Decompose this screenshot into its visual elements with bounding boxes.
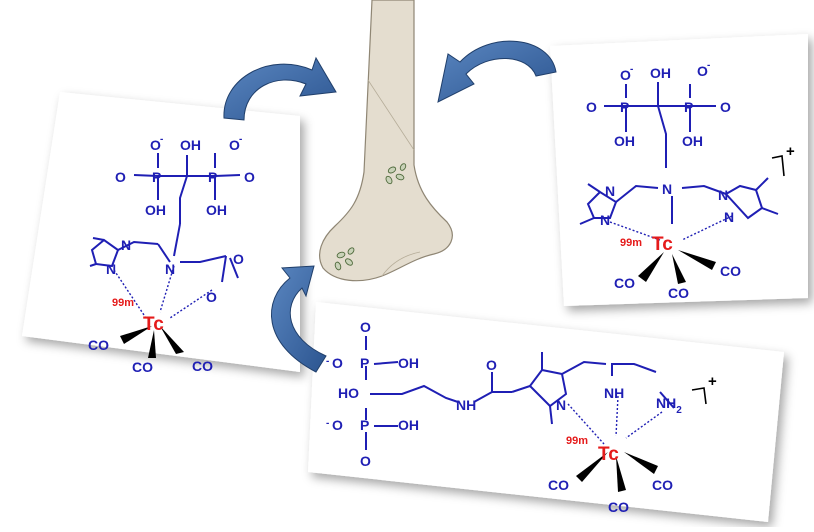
card2-o-minus-1: O (620, 67, 631, 83)
card2-o-minus-2: O (697, 63, 708, 79)
card1-minus-2: - (239, 134, 242, 145)
card1-co-2: CO (132, 359, 153, 375)
card2-o-left: O (586, 99, 597, 115)
card3-o-minus-2: O (332, 417, 343, 433)
card1-o-carboxylate: O (206, 289, 217, 305)
card2-n-amine: N (662, 181, 672, 197)
card3-n-ring: N (556, 397, 566, 413)
card1-oh-left: OH (145, 202, 166, 218)
card1-oh-top: OH (180, 137, 201, 153)
card3-o-top: O (360, 319, 371, 335)
curved-arrow-icon (437, 40, 557, 103)
card3-ho: HO (338, 385, 359, 401)
card3-nh-amide: NH (456, 397, 476, 413)
card2-oh-top: OH (650, 65, 671, 81)
card3-o-minus-1: O (332, 355, 343, 371)
card2-minus-1: - (630, 64, 633, 75)
card2-n2: N (600, 212, 610, 228)
card1-tc: Tc (143, 314, 164, 335)
card2-co-1: CO (614, 275, 635, 291)
card1-o-left: O (115, 169, 126, 185)
card3-charge: + (708, 373, 717, 390)
card2-n4: N (724, 209, 734, 225)
card1-minus-1: - (160, 134, 163, 145)
card3-oh-2: OH (398, 417, 419, 433)
card3-minus-2: - (326, 418, 329, 429)
card3-co-1: CO (548, 477, 569, 493)
card3-nh2-base: NH (656, 395, 676, 411)
card3-co-3: CO (652, 477, 673, 493)
card2-oh-right: OH (682, 133, 703, 149)
card1-n1: N (121, 237, 131, 253)
card2-tc: Tc (652, 234, 673, 255)
card1-o-carbonyl: O (233, 251, 244, 267)
card2-minus-2: - (707, 60, 710, 71)
card2-charge: + (786, 143, 795, 160)
card1-co-1: CO (88, 337, 109, 353)
card1-o-right: O (244, 169, 255, 185)
card3-p-bottom: P (360, 417, 369, 433)
card1-p-right: P (208, 169, 217, 185)
card-complex-right: O - OH O - O P P O OH OH N N N N N CO CO… (550, 34, 808, 306)
card1-n-amine: N (165, 261, 175, 277)
card1-oh-right: OH (206, 202, 227, 218)
card3-oh-1: OH (398, 355, 419, 371)
card1-o-minus-2: O (229, 137, 240, 153)
card1-co-3: CO (192, 358, 213, 374)
card2-co-3: CO (720, 263, 741, 279)
card1-n2: N (106, 261, 116, 277)
card2-oh-left: OH (614, 133, 635, 149)
card-complex-left: O - OH O - O P P O OH OH N N N O O CO CO… (22, 92, 300, 375)
card3-o-bottom: O (360, 453, 371, 469)
curved-arrow-icon (223, 56, 337, 121)
card3-minus-1: - (326, 356, 329, 367)
card2-co-2: CO (668, 285, 689, 301)
card1-tc-mass: 99m (112, 297, 134, 309)
card2-n3: N (718, 187, 728, 203)
card3-nh-amine: NH (604, 385, 624, 401)
bone-cells-upper (385, 163, 407, 185)
card1-p-left: P (152, 169, 161, 185)
card3-nh2-sub: 2 (676, 405, 682, 416)
bone-illustration (319, 0, 453, 282)
card2-p-left: P (620, 99, 629, 115)
card3-o-carbonyl: O (486, 357, 497, 373)
card3-p-top: P (360, 355, 369, 371)
card3-co-2: CO (608, 499, 629, 515)
card2-tc-mass: 99m (620, 237, 642, 249)
curved-arrow-icon (270, 265, 327, 373)
card2-n1: N (605, 183, 615, 199)
bone-cells-lower (334, 247, 355, 271)
card3-nh2: NH2 (656, 395, 682, 416)
card3-tc: Tc (598, 444, 619, 465)
card3-tc-mass: 99m (566, 435, 588, 447)
card2-o-right: O (720, 99, 731, 115)
card2-p-right: P (684, 99, 693, 115)
card-complex-bottom: O - O P OH HO - O P OH O NH O N NH NH2 C… (308, 302, 784, 522)
card1-o-minus-1: O (150, 137, 161, 153)
